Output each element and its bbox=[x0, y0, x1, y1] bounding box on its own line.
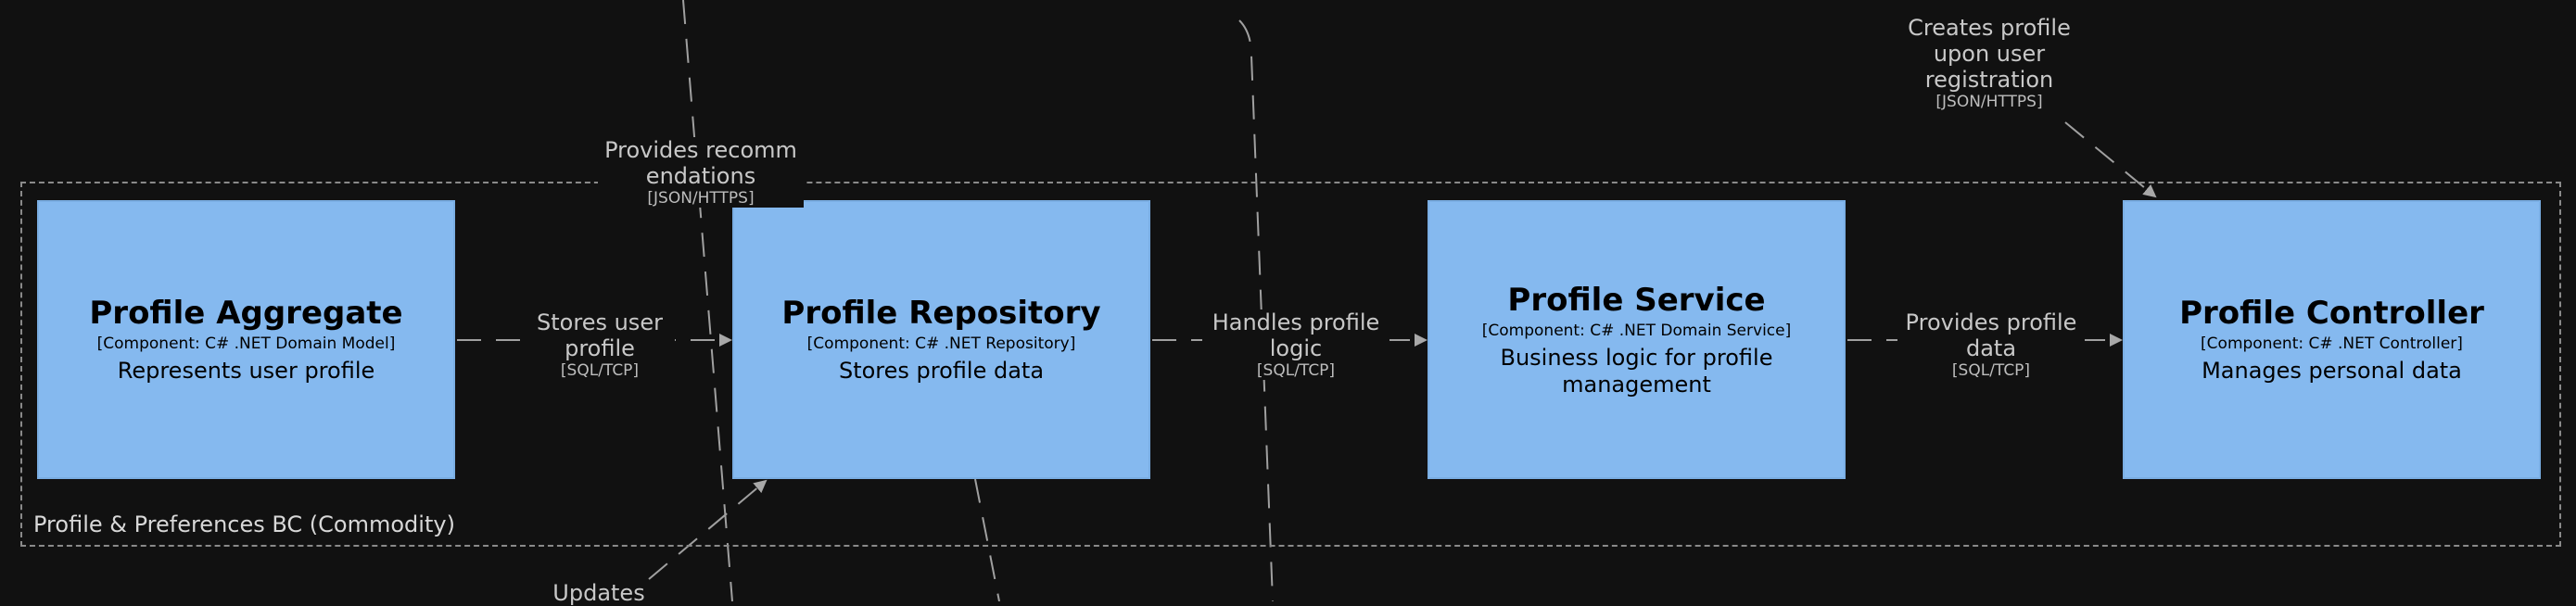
rel-line-provides-recommendations bbox=[682, 0, 733, 601]
rel-line-repository-down bbox=[974, 478, 1000, 601]
component-name: Profile Aggregate bbox=[89, 295, 403, 332]
component-description: Business logic for profile management bbox=[1500, 344, 1773, 398]
rel-technology: [JSON/HTTPS] bbox=[1935, 93, 2043, 111]
component-description: Stores profile data bbox=[838, 358, 1045, 384]
component-profile-aggregate[interactable]: Profile Aggregate [Component: C# .NET Do… bbox=[37, 200, 455, 479]
rel-line-external-curve bbox=[1238, 19, 1274, 601]
rel-label-handles-profile-logic: Handles profile logic [SQL/TCP] bbox=[1202, 309, 1390, 380]
rel-label-stores-user-profile: Stores user profile [SQL/TCP] bbox=[525, 309, 675, 380]
component-technology: [Component: C# .NET Domain Model] bbox=[96, 335, 396, 353]
component-description: Manages personal data bbox=[2202, 358, 2462, 384]
rel-line-creates-profile bbox=[2064, 121, 2157, 198]
component-profile-controller[interactable]: Profile Controller [Component: C# .NET C… bbox=[2123, 200, 2541, 479]
rel-line-updates bbox=[648, 479, 768, 580]
component-profile-service[interactable]: Profile Service [Component: C# .NET Doma… bbox=[1428, 200, 1846, 479]
rel-text: Provides recomm endations bbox=[604, 137, 797, 189]
rel-technology: [JSON/HTTPS] bbox=[647, 189, 755, 208]
component-description: Represents user profile bbox=[117, 358, 375, 384]
rel-text: Handles profile logic bbox=[1212, 309, 1380, 361]
boundary-label: Profile & Preferences BC (Commodity) bbox=[33, 511, 455, 537]
rel-label-provides-profile-data: Provides profile data [SQL/TCP] bbox=[1897, 309, 2085, 380]
component-name: Profile Repository bbox=[781, 295, 1101, 332]
rel-label-updates: Updates bbox=[538, 580, 660, 606]
component-profile-repository[interactable]: Profile Repository [Component: C# .NET R… bbox=[732, 200, 1150, 479]
rel-text: Stores user profile bbox=[537, 309, 663, 361]
rel-technology: [SQL/TCP] bbox=[1951, 361, 2031, 380]
component-technology: [Component: C# .NET Repository] bbox=[806, 335, 1076, 353]
rel-text: Creates profile upon user registration bbox=[1908, 15, 2071, 93]
rel-technology: [SQL/TCP] bbox=[560, 361, 640, 380]
component-technology: [Component: C# .NET Domain Service] bbox=[1481, 321, 1792, 340]
rel-technology: [SQL/TCP] bbox=[1256, 361, 1336, 380]
component-technology: [Component: C# .NET Controller] bbox=[2201, 335, 2463, 353]
rel-text: Provides profile data bbox=[1905, 309, 2077, 361]
rel-text: Updates bbox=[552, 580, 645, 606]
rel-label-provides-recommendations: Provides recomm endations [JSON/HTTPS] bbox=[598, 137, 804, 208]
bounded-context-boundary bbox=[20, 182, 2561, 547]
component-name: Profile Service bbox=[1507, 281, 1766, 319]
rel-label-creates-profile: Creates profile upon user registration [… bbox=[1896, 15, 2083, 111]
component-name: Profile Controller bbox=[2179, 295, 2484, 332]
